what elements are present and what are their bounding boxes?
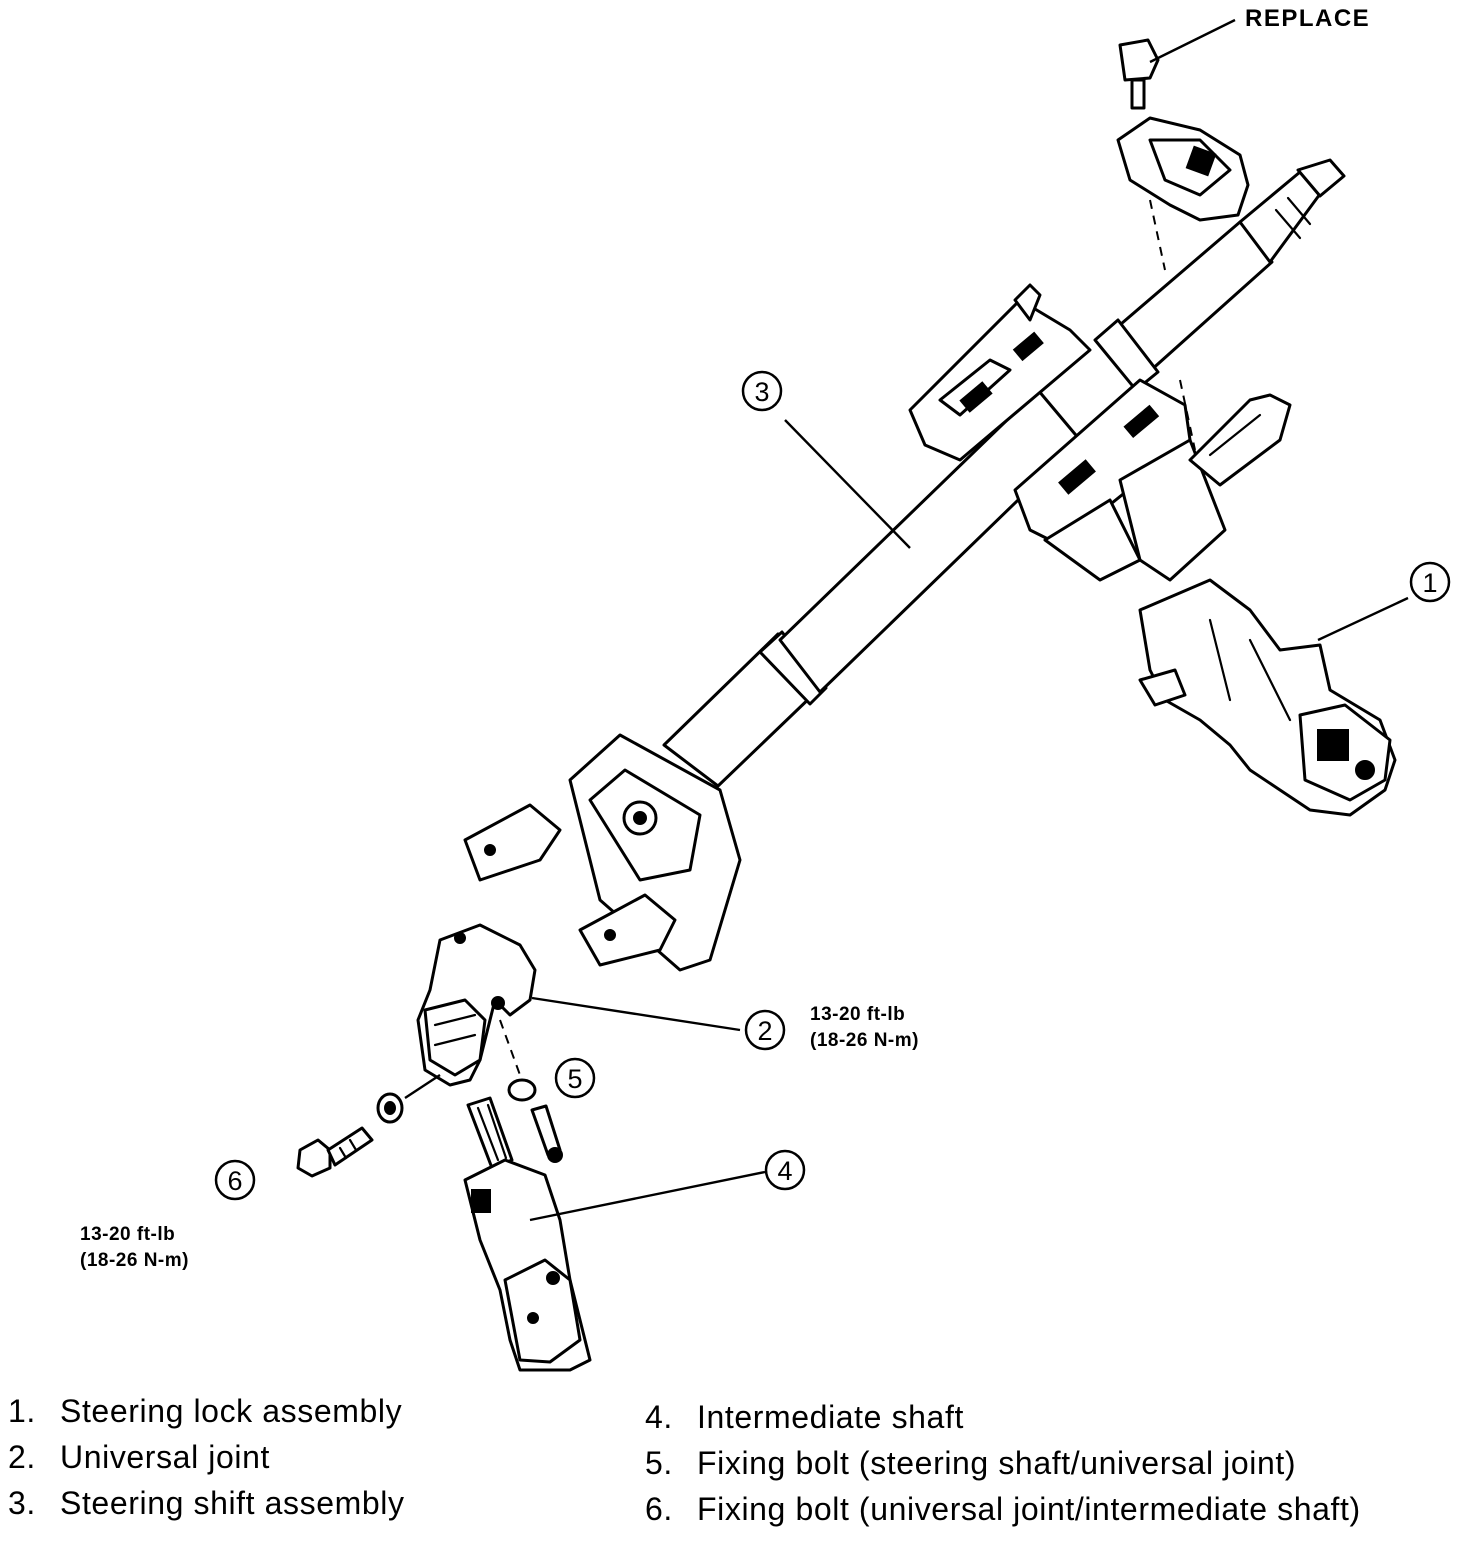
svg-text:1: 1 — [1422, 568, 1437, 598]
legend-label: Intermediate shaft — [697, 1399, 964, 1435]
legend-label: Fixing bolt (universal joint/intermediat… — [697, 1491, 1361, 1527]
alignment-line — [1149, 199, 1166, 271]
leader-line-1 — [1317, 596, 1409, 642]
leader-line-4 — [529, 1170, 766, 1222]
legend-label: Steering lock assembly — [60, 1393, 403, 1429]
torque-metric: (18-26 N-m) — [810, 1030, 919, 1051]
callout-6: 6 — [214, 1159, 256, 1201]
replace-bolt-and-clamp — [1116, 38, 1250, 222]
steering-lock-assembly — [1138, 578, 1397, 817]
alignment-line — [1179, 379, 1196, 451]
legend-number: 6. — [645, 1491, 673, 1527]
legend-label: Fixing bolt (steering shaft/universal jo… — [697, 1445, 1297, 1481]
legend-number: 4. — [645, 1399, 673, 1435]
fixing-bolt-6 — [296, 1092, 404, 1178]
torque-metric: (18-26 N-m) — [80, 1250, 189, 1271]
torque-imperial: 13-20 ft-lb — [810, 1004, 906, 1025]
legend-item: 5. Fixing bolt (steering shaft/universal… — [645, 1440, 1361, 1486]
legend-right: 4. Intermediate shaft 5. Fixing bolt (st… — [645, 1394, 1361, 1532]
legend-label: Steering shift assembly — [60, 1485, 405, 1521]
callout-5: 5 — [554, 1057, 596, 1099]
legend-number: 2. — [8, 1439, 36, 1475]
replace-note: REPLACE — [1245, 5, 1371, 32]
svg-text:3: 3 — [754, 377, 769, 407]
legend-item: 6. Fixing bolt (universal joint/intermed… — [645, 1486, 1361, 1532]
svg-text:6: 6 — [227, 1166, 242, 1196]
intermediate-shaft — [463, 1096, 592, 1372]
fixing-bolt-5 — [507, 1078, 563, 1163]
leader-line-6 — [404, 1073, 441, 1100]
svg-text:5: 5 — [567, 1064, 582, 1094]
legend-item: 4. Intermediate shaft — [645, 1394, 1361, 1440]
callout-1: 1 — [1409, 561, 1451, 603]
svg-text:4: 4 — [777, 1156, 792, 1186]
legend-label: Universal joint — [60, 1439, 270, 1475]
svg-text:2: 2 — [757, 1016, 772, 1046]
callout-4: 4 — [764, 1149, 806, 1191]
steering-column-assembly — [463, 158, 1346, 972]
universal-joint — [416, 923, 537, 1087]
legend-number: 3. — [8, 1485, 36, 1521]
callout-3: 3 — [741, 370, 783, 412]
callout-2: 2 — [744, 1009, 786, 1051]
legend-left: 1. Steering lock assembly 2. Universal j… — [8, 1388, 405, 1526]
torque-imperial: 13-20 ft-lb — [80, 1224, 176, 1245]
leader-line-replace — [1149, 18, 1236, 64]
legend-item: 1. Steering lock assembly — [8, 1388, 405, 1434]
leader-line-2 — [531, 996, 741, 1032]
legend-number: 1. — [8, 1393, 36, 1429]
torque-spec-intermediate-shaft: 13-20 ft-lb (18-26 N-m) — [80, 1222, 189, 1274]
alignment-line — [499, 1019, 521, 1076]
leader-line-3 — [784, 419, 911, 549]
torque-spec-universal-joint: 13-20 ft-lb (18-26 N-m) — [810, 1002, 919, 1054]
legend-item: 2. Universal joint — [8, 1434, 405, 1480]
legend-item: 3. Steering shift assembly — [8, 1480, 405, 1526]
legend-number: 5. — [645, 1445, 673, 1481]
